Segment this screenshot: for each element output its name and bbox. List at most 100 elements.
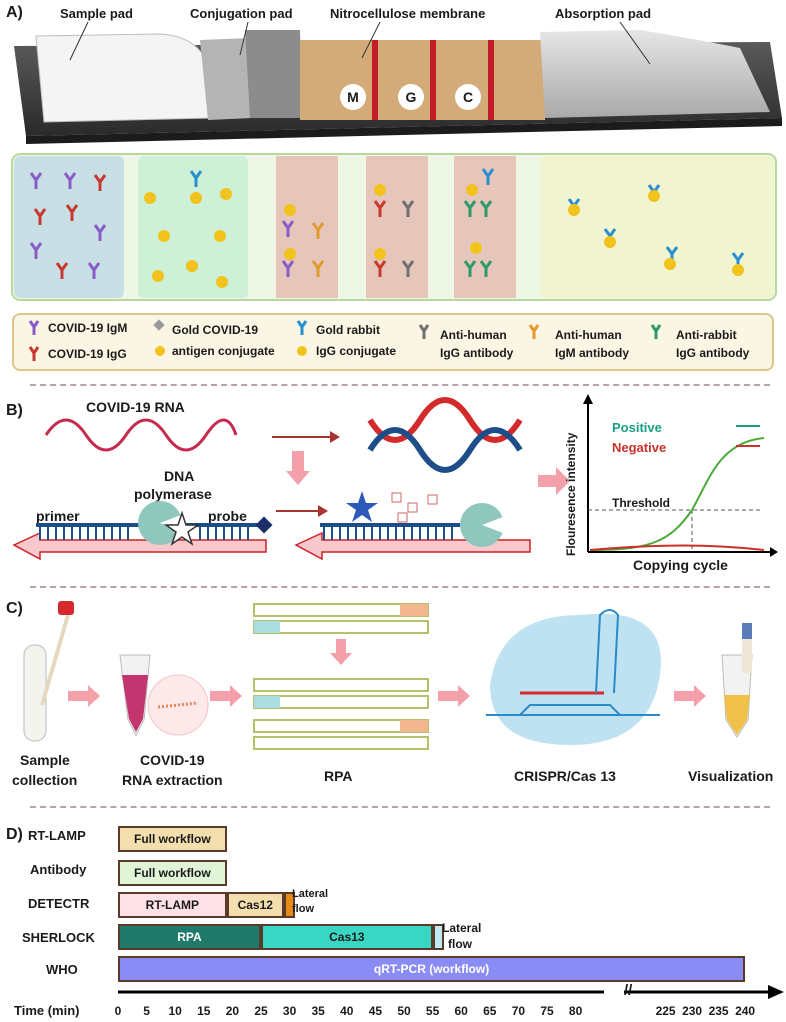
detectr-note-2: flow: [292, 903, 314, 915]
sherlock-note-2: flow: [448, 937, 472, 951]
time-tick: 35: [311, 1004, 325, 1018]
timeline-bar-detectr-0: RT-LAMP: [118, 892, 227, 918]
timeline-bar-who-0: qRT-PCR (workflow): [118, 956, 746, 982]
antibody-icon: [401, 260, 415, 277]
time-tick: 30: [282, 1004, 297, 1018]
gold-rabbit-igg-icon: [296, 320, 308, 356]
absorption-pad-label: Absorption pad: [555, 6, 652, 21]
chart-legend-positive: Positive: [612, 420, 662, 435]
separator: [30, 586, 770, 588]
antibody-icon: [63, 172, 77, 189]
chart-negative-curve: [589, 544, 765, 551]
time-tick: 20: [225, 1004, 240, 1018]
gold-particle-icon: [664, 258, 676, 270]
legend-gold-antigen-1: Gold COVID-19: [172, 323, 259, 337]
timeline-bar-rt-lamp-0: Full workflow: [118, 826, 227, 852]
separator: [30, 384, 770, 386]
antibody-icon: [87, 262, 101, 279]
time-tick: 15: [197, 1004, 211, 1018]
legend-anti-human-igm-2: IgM antibody: [555, 346, 629, 360]
gold-particle-icon: [190, 192, 202, 204]
gold-particle-icon: [374, 184, 386, 196]
antibody-icon-orange: [528, 324, 540, 339]
strip-zoom-diagram: [11, 153, 777, 301]
antibody-icon: [373, 200, 387, 217]
gold-antigen-icon: [153, 319, 165, 356]
gold-particle-icon: [220, 188, 232, 200]
time-tick: 70: [511, 1004, 526, 1018]
axis-break-mark: //: [624, 982, 633, 999]
gold-particle-icon: [214, 230, 226, 242]
antibody-icon: [281, 220, 295, 237]
antibody-icon: [479, 260, 493, 277]
conjugation-pad-label: Conjugation pad: [190, 6, 293, 21]
fluorescence-chart: [560, 392, 780, 578]
antibody-icon: [189, 170, 203, 187]
time-tick: 40: [340, 1004, 354, 1018]
antibody-icon: [55, 262, 69, 279]
time-tick: 75: [540, 1004, 554, 1018]
antibody-icon-purple: [28, 320, 40, 335]
antibody-icon: [463, 200, 477, 217]
timeline-bar-sherlock-1: Cas13: [261, 924, 433, 950]
rna-label: COVID-19 RNA: [86, 399, 185, 415]
row-label-detectr: DETECTR: [28, 896, 90, 911]
time-tick: 65: [483, 1004, 497, 1018]
timeline-bar-sherlock-2: [432, 924, 445, 950]
antibody-icon: [93, 224, 107, 241]
time-axis-label: Time (min): [14, 1003, 80, 1018]
time-tick: 240: [735, 1004, 756, 1018]
crispr-workflow-diagram: [23, 601, 753, 750]
gold-particle-icon: [284, 248, 296, 260]
legend-anti-rabbit-2: IgG antibody: [676, 346, 750, 360]
row-label-sherlock: SHERLOCK: [22, 930, 95, 945]
time-tick: 25: [254, 1004, 268, 1018]
step-2-label-1: COVID-19: [140, 752, 205, 768]
chart-x-label: Copying cycle: [633, 557, 728, 573]
gold-particle-icon: [568, 204, 580, 216]
primer-label: primer: [36, 508, 80, 524]
time-tick: 225: [655, 1004, 676, 1018]
chart-y-arrow: [583, 394, 593, 404]
antibody-icon-green: [650, 324, 662, 339]
gold-particle-icon: [470, 242, 482, 254]
antibody-icon: [479, 200, 493, 217]
gold-particle-icon: [466, 184, 478, 196]
legend-anti-rabbit-1: Anti-rabbit: [676, 328, 737, 342]
legend-anti-human-igg-2: IgG antibody: [440, 346, 514, 360]
time-tick: 80: [568, 1004, 583, 1018]
gold-particle-icon: [732, 264, 744, 276]
polymerase-label-1: DNA: [164, 468, 195, 484]
gold-particle-icon: [144, 192, 156, 204]
timeline-bar-sherlock-0: RPA: [118, 924, 261, 950]
chart-threshold-label: Threshold: [612, 496, 671, 510]
legend-icons: [28, 319, 662, 361]
time-tick: 60: [454, 1004, 468, 1018]
panel-c-letter: C): [6, 600, 23, 617]
antibody-icon: [401, 200, 415, 217]
gold-particle-icon: [374, 248, 386, 260]
antibody-icon-red: [28, 346, 40, 361]
test-strip-illustration: [14, 21, 782, 144]
time-tick: 235: [708, 1004, 729, 1018]
antibody-icon: [481, 168, 495, 185]
antibody-icon: [93, 174, 107, 191]
antibody-icon: [311, 260, 325, 277]
step-1-label-1: Sample: [20, 752, 70, 768]
step-2-label-2: RNA extraction: [122, 772, 223, 788]
step-3-label: RPA: [324, 768, 353, 784]
legend-gold-rabbit-1: Gold rabbit: [316, 323, 380, 337]
chart-x-arrow: [770, 547, 778, 557]
antibody-icon: [373, 260, 387, 277]
legend-box: [12, 313, 774, 371]
gold-particle-icon: [604, 236, 616, 248]
gold-particle-icon: [152, 270, 164, 282]
timeline-bar-antibody-0: Full workflow: [118, 860, 227, 886]
gold-particle-icon: [186, 260, 198, 272]
antibody-icon: [463, 260, 477, 277]
gold-particle-icon: [158, 230, 170, 242]
line-m-marker: M: [340, 84, 366, 110]
gold-particle-icon: [216, 276, 228, 288]
fluorescence-chart-svg: [583, 394, 778, 557]
legend-igg: COVID-19 IgG: [48, 347, 127, 361]
